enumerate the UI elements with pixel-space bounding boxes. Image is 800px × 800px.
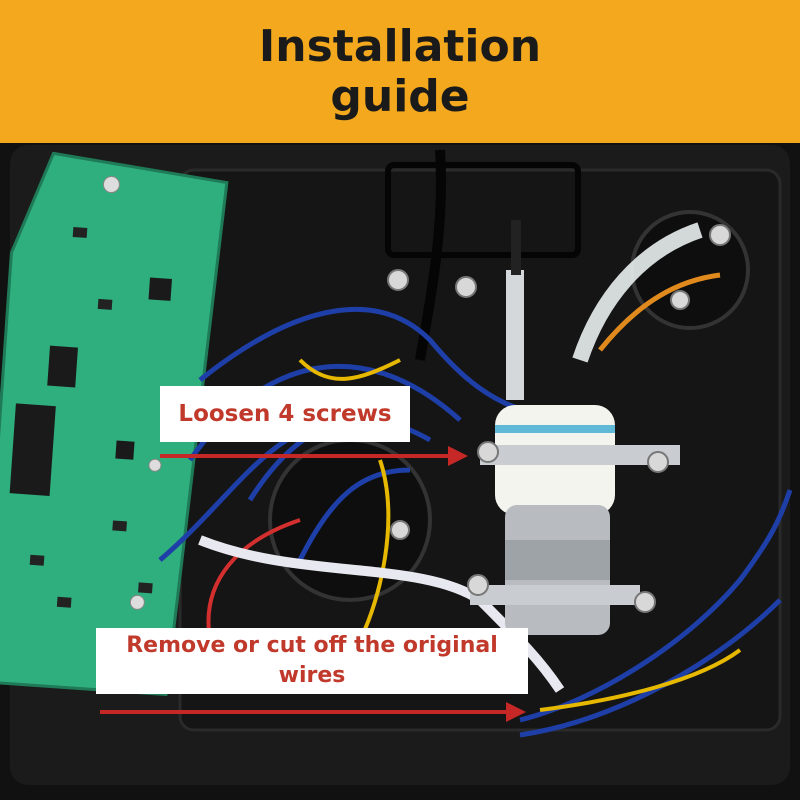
ic-chip xyxy=(115,440,135,460)
arrow-2 xyxy=(100,702,526,722)
page-title: Installation guide xyxy=(258,20,542,122)
yellow-wire xyxy=(358,459,391,641)
screws xyxy=(387,224,731,613)
orange-wires xyxy=(598,272,721,352)
silicone-tube xyxy=(572,222,703,363)
water-pump xyxy=(470,405,680,635)
title-banner: Installation guide xyxy=(0,0,800,143)
arrow-1 xyxy=(160,446,468,466)
ic-chip xyxy=(47,345,78,388)
ic-chip xyxy=(9,403,56,496)
ic-chip xyxy=(148,277,172,301)
yellow-wire xyxy=(539,648,742,712)
loosen-screws-label: Loosen 4 screws xyxy=(160,386,410,442)
red-wire xyxy=(206,518,301,641)
remove-wires-label: Remove or cut off the original wires xyxy=(96,628,528,694)
yellow-wire xyxy=(298,358,401,381)
circuit-board xyxy=(0,151,229,697)
ribbon-cable xyxy=(198,535,565,693)
